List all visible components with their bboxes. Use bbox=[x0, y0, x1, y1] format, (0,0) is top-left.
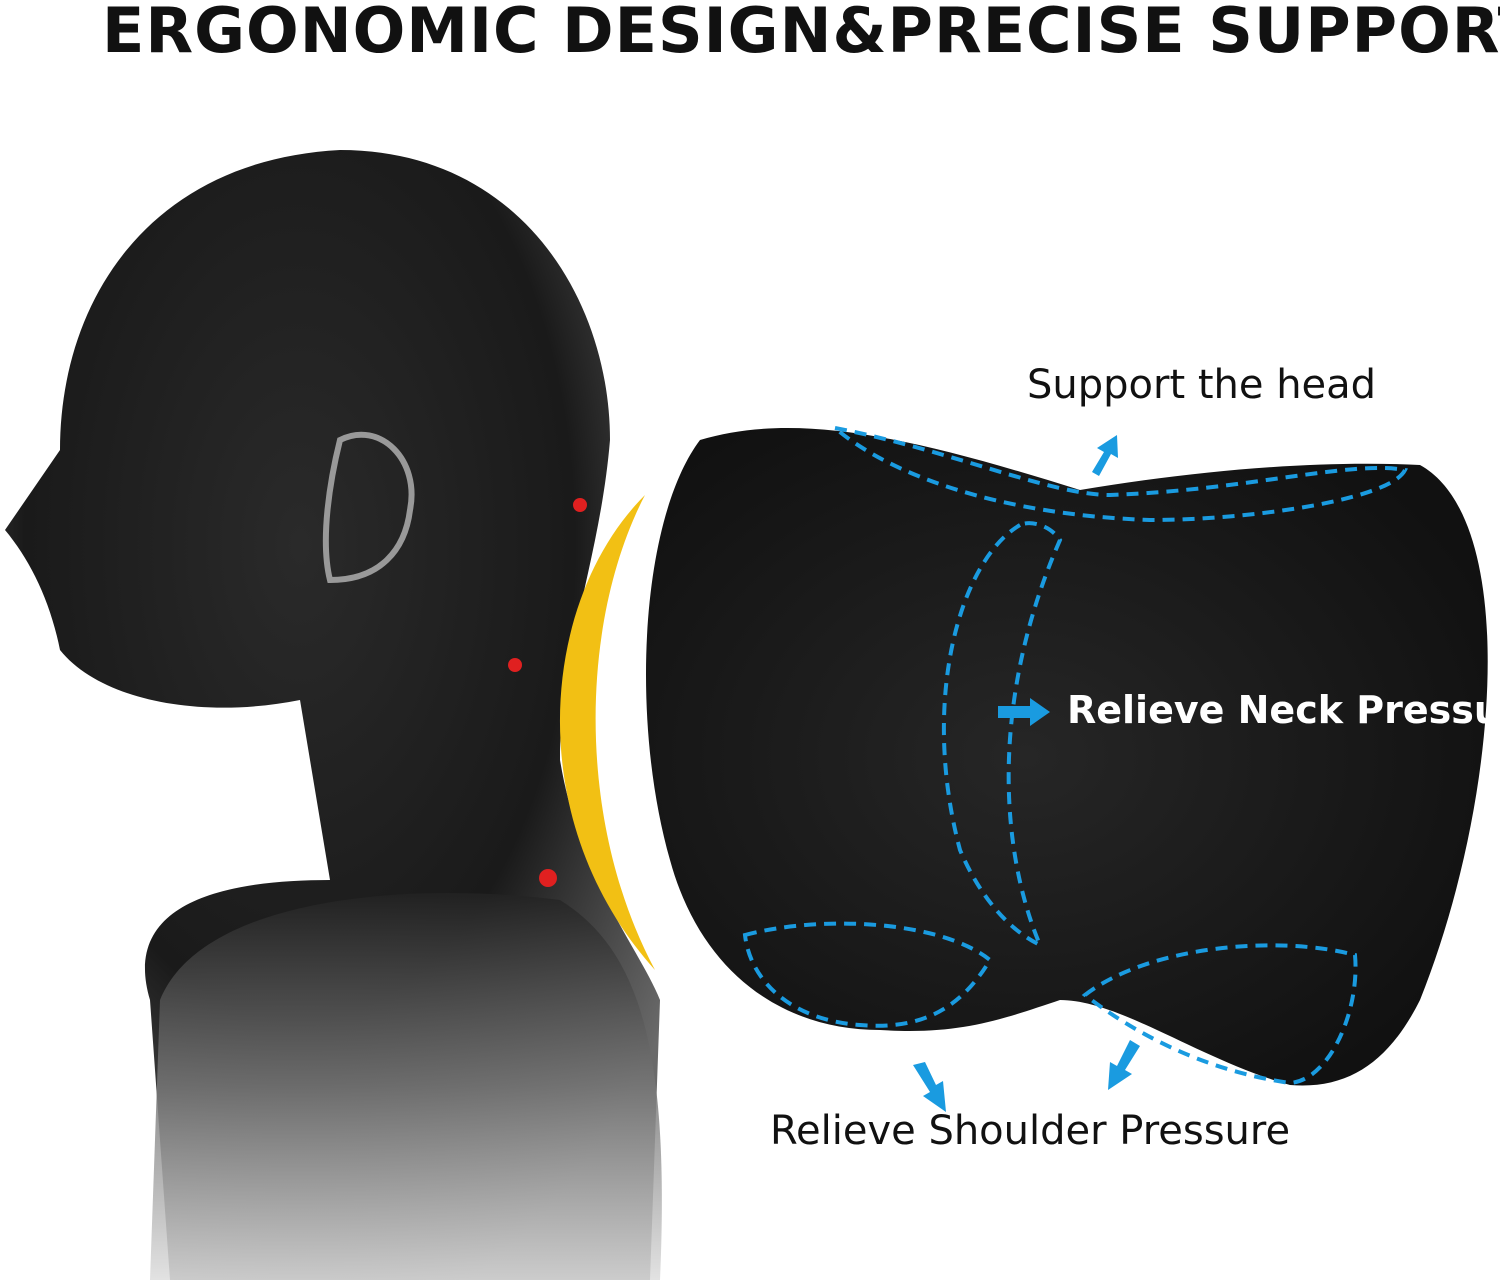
dashed-zones bbox=[742, 424, 1408, 1086]
relieve-neck-label: Relieve Neck Pressure bbox=[1067, 688, 1500, 732]
ear-icon bbox=[322, 431, 415, 584]
pressure-point bbox=[539, 869, 557, 887]
arrow-down-icon bbox=[913, 1062, 946, 1112]
human-silhouette bbox=[5, 150, 662, 1280]
support-arc bbox=[559, 495, 655, 970]
pillow bbox=[646, 424, 1488, 1086]
arrow-right-icon bbox=[998, 698, 1050, 726]
arrow-up-icon bbox=[1092, 435, 1118, 476]
arrow-down-icon bbox=[1108, 1040, 1140, 1090]
support-head-label: Support the head bbox=[1027, 362, 1377, 408]
pressure-point bbox=[573, 498, 587, 512]
pressure-point bbox=[508, 658, 522, 672]
relieve-shoulder-label: Relieve Shoulder Pressure bbox=[770, 1108, 1291, 1154]
page-title: ERGONOMIC DESIGN&PRECISE SUPPORT bbox=[102, 0, 1500, 67]
